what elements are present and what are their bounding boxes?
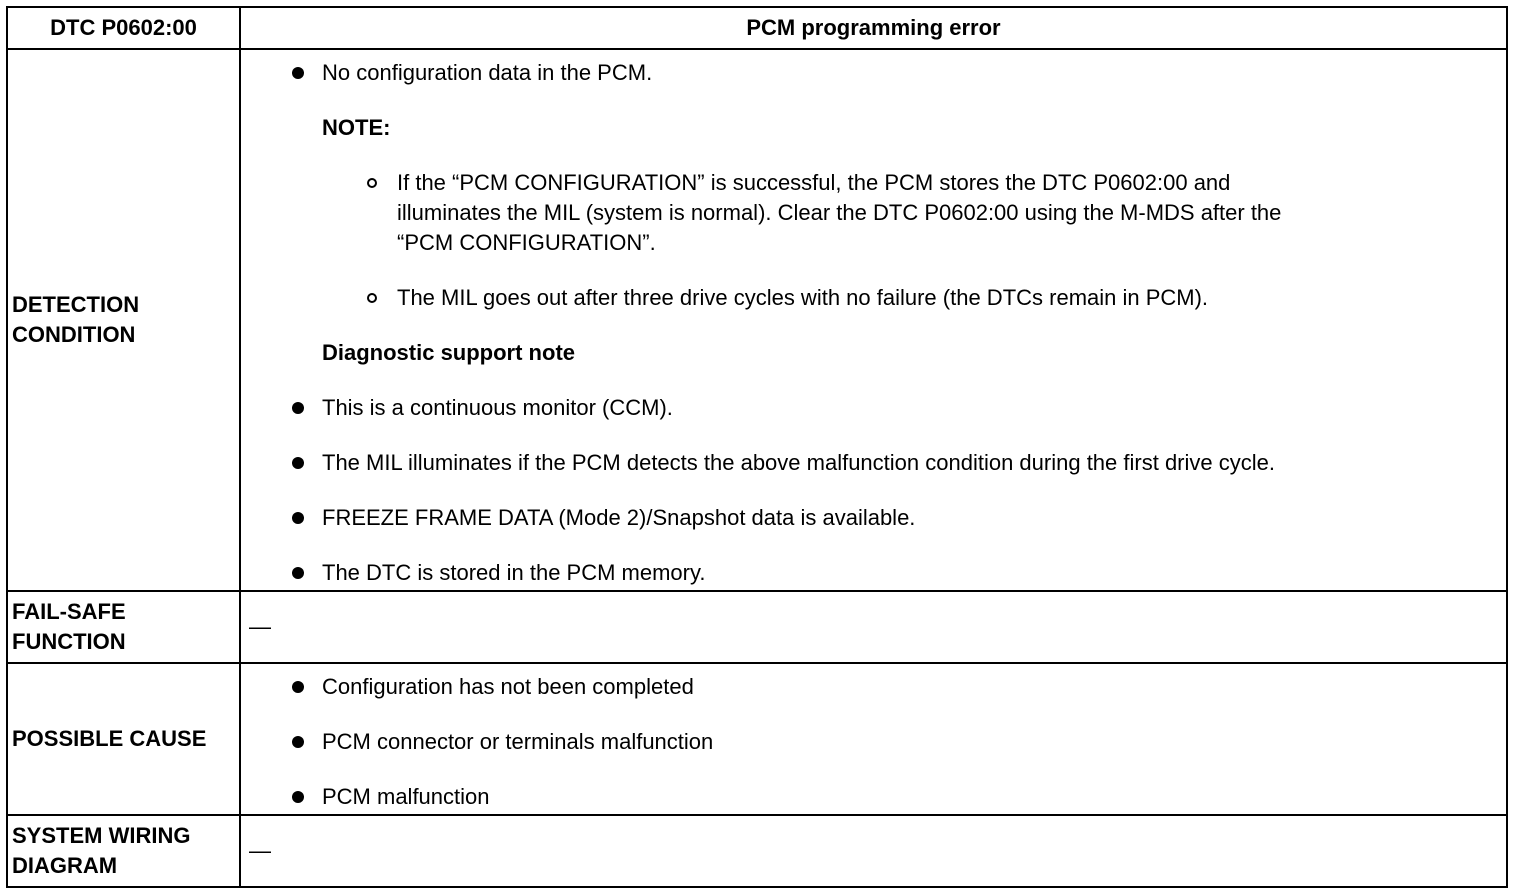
cause-item: Configuration has not been completed [322, 674, 694, 699]
wiring-label-line1: SYSTEM WIRING [12, 823, 191, 848]
dtc-code-text: DTC P0602:00 [50, 15, 197, 40]
wiring-content: — [241, 816, 1506, 886]
bullet-icon [292, 567, 304, 579]
bullet-icon [292, 791, 304, 803]
note-heading: NOTE: [322, 115, 391, 140]
detection-item: The MIL illuminates if the PCM detects t… [322, 450, 1275, 475]
note-item-line: illuminates the MIL (system is normal). … [397, 200, 1282, 225]
cause-content: Configuration has not been completed PCM… [241, 664, 1506, 814]
dtc-title-cell: PCM programming error [241, 8, 1506, 48]
detection-row: DETECTION CONDITION No configuration dat… [8, 50, 1506, 592]
wiring-value: — [249, 838, 271, 863]
detection-label: DETECTION CONDITION [8, 50, 241, 590]
failsafe-label: FAIL-SAFE FUNCTION [8, 592, 241, 662]
failsafe-row: FAIL-SAFE FUNCTION — [8, 592, 1506, 664]
detection-item: FREEZE FRAME DATA (Mode 2)/Snapshot data… [322, 505, 916, 530]
detection-content: No configuration data in the PCM. NOTE: … [241, 50, 1506, 590]
circle-bullet-icon [367, 178, 377, 188]
bullet-icon [292, 736, 304, 748]
detection-item: The DTC is stored in the PCM memory. [322, 560, 706, 585]
dtc-title: PCM programming error [746, 15, 1001, 40]
wiring-label-line2: DIAGRAM [12, 853, 118, 878]
bullet-icon [292, 402, 304, 414]
dtc-code: DTC P0602:00 [8, 8, 241, 48]
cause-label-text: POSSIBLE CAUSE [12, 726, 207, 751]
wiring-label: SYSTEM WIRING DIAGRAM [8, 816, 241, 886]
failsafe-label-line2: FUNCTION [12, 629, 126, 654]
note-item-line: “PCM CONFIGURATION”. [397, 230, 656, 255]
cause-item: PCM connector or terminals malfunction [322, 729, 714, 754]
cause-row: POSSIBLE CAUSE Configuration has not bee… [8, 664, 1506, 816]
wiring-row: SYSTEM WIRING DIAGRAM — [8, 816, 1506, 886]
failsafe-content: — [241, 592, 1506, 662]
failsafe-label-line1: FAIL-SAFE [12, 599, 126, 624]
bullet-icon [292, 512, 304, 524]
dtc-table: DTC P0602:00 PCM programming error DETEC… [6, 6, 1508, 888]
detection-item: No configuration data in the PCM. [322, 60, 653, 85]
bullet-icon [292, 681, 304, 693]
detection-item: This is a continuous monitor (CCM). [322, 395, 673, 420]
support-heading: Diagnostic support note [322, 340, 575, 365]
bullet-icon [292, 67, 304, 79]
bullet-icon [292, 457, 304, 469]
detection-label-line1: DETECTION [12, 292, 140, 317]
cause-label: POSSIBLE CAUSE [8, 664, 241, 814]
failsafe-value: — [249, 614, 271, 639]
header-row: DTC P0602:00 PCM programming error [8, 8, 1506, 50]
circle-bullet-icon [367, 293, 377, 303]
note-item: The MIL goes out after three drive cycle… [397, 285, 1209, 310]
detection-label-line2: CONDITION [12, 322, 136, 347]
cause-item: PCM malfunction [322, 784, 490, 809]
note-item-line: If the “PCM CONFIGURATION” is successful… [397, 170, 1231, 195]
